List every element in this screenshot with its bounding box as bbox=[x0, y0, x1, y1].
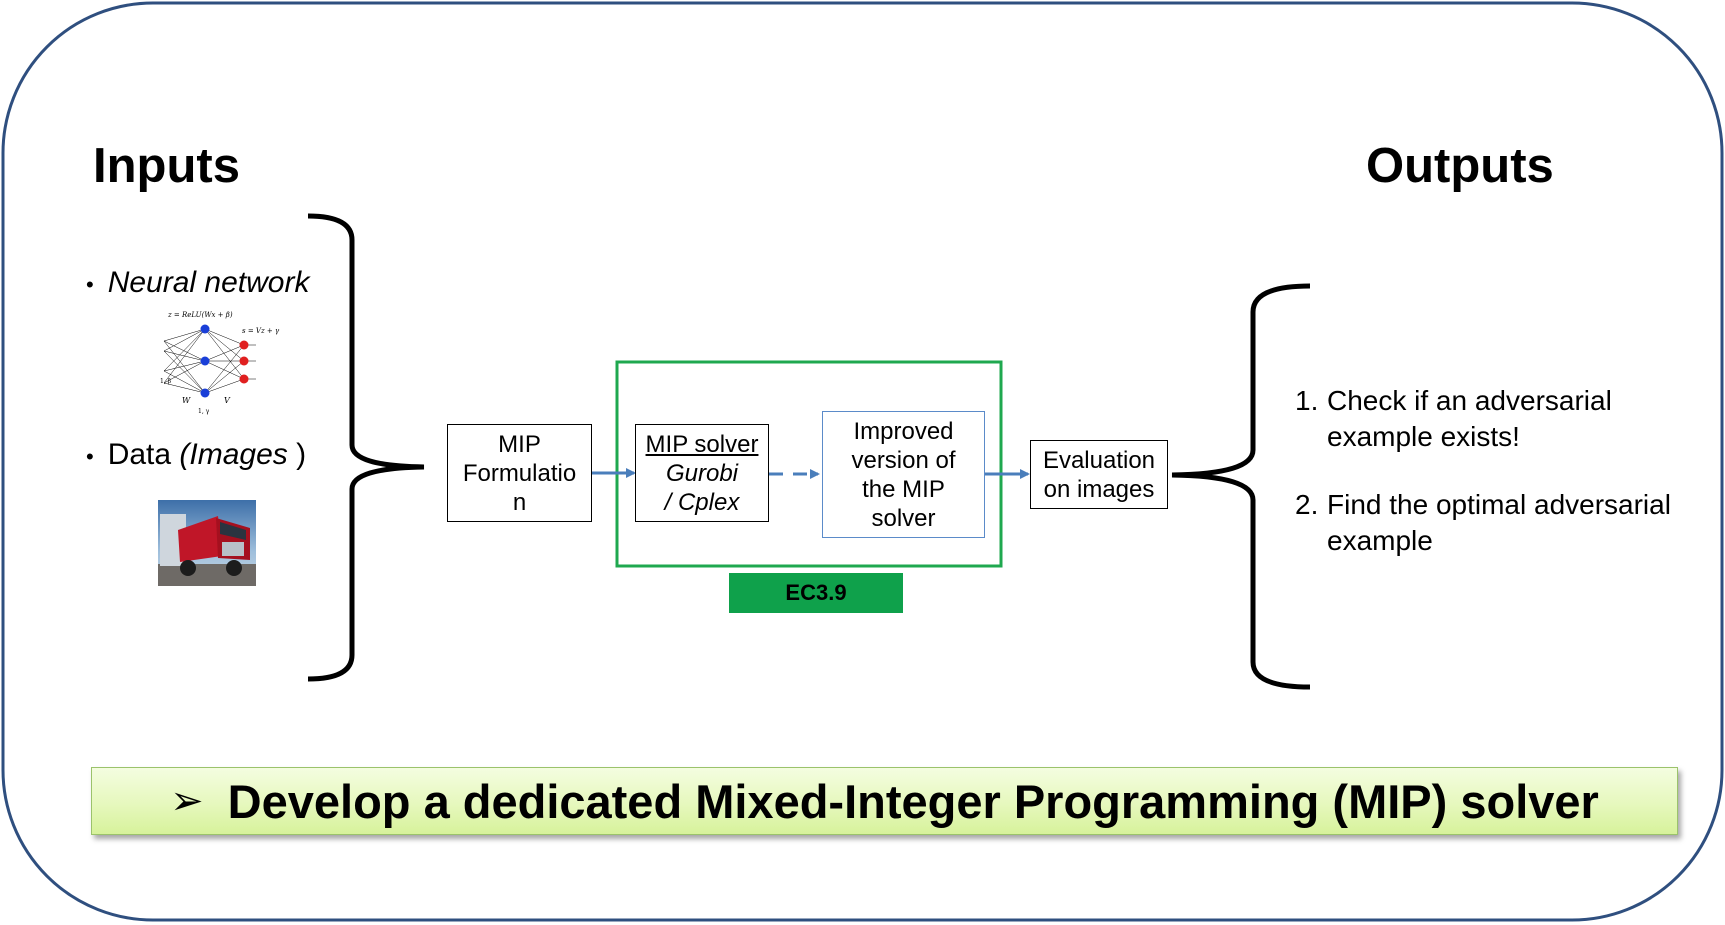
box-line: version of bbox=[851, 446, 956, 474]
solver-line3: / Cplex bbox=[664, 488, 740, 516]
input-item-data: • Data (Images ) bbox=[86, 438, 306, 472]
box-line: Improved bbox=[853, 417, 954, 445]
nn-label-gamma: 1, γ bbox=[198, 408, 210, 415]
nn-formula-s: s = Vz + γ bbox=[242, 327, 280, 335]
improved-solver-box: Improved version of the MIP solver bbox=[822, 411, 985, 538]
item-number: 1. bbox=[1295, 385, 1319, 416]
inputs-brace bbox=[307, 213, 425, 682]
item-number: 2. bbox=[1295, 489, 1319, 520]
goal-banner: ➢ Develop a dedicated Mixed-Integer Prog… bbox=[91, 767, 1678, 835]
item-italic: Neural network bbox=[107, 266, 310, 299]
nn-label-beta: 1, β bbox=[160, 378, 172, 385]
nn-connections bbox=[163, 328, 256, 394]
item-line: example exists! bbox=[1327, 421, 1520, 452]
output-neuron bbox=[239, 374, 249, 384]
outputs-brace bbox=[1171, 283, 1311, 690]
output-neuron bbox=[239, 340, 249, 350]
truck-image bbox=[158, 500, 256, 586]
item-line: example bbox=[1327, 525, 1433, 556]
nn-label-v: V bbox=[224, 396, 231, 405]
solver-group-outline bbox=[615, 360, 1003, 568]
bullet: • bbox=[86, 272, 94, 297]
arrow-bullet-icon: ➢ bbox=[170, 779, 204, 823]
box-line: solver bbox=[871, 504, 936, 532]
output-neuron bbox=[239, 356, 249, 366]
output-item-1: 1. Check if an adversarial example exists… bbox=[1295, 383, 1612, 455]
box-line: MIP bbox=[498, 430, 541, 458]
item-italic: (Images bbox=[179, 438, 288, 471]
inputs-heading: Inputs bbox=[93, 139, 240, 193]
nn-label-w: W bbox=[182, 396, 191, 405]
input-item-neural-network: • Neural network bbox=[86, 266, 309, 300]
box-line: Formulatio bbox=[462, 459, 577, 487]
hidden-neuron bbox=[200, 388, 210, 398]
item-line: Find the optimal adversarial bbox=[1327, 489, 1671, 520]
neural-network-icon: z = ReLU(Wx + β) s = Vz + γ W V 1, β 1, … bbox=[160, 311, 280, 415]
box-line: n bbox=[512, 488, 527, 516]
outputs-heading: Outputs bbox=[1366, 139, 1554, 193]
solver-line2: Gurobi bbox=[665, 459, 739, 487]
item-prefix: Data bbox=[107, 438, 180, 471]
hidden-neuron bbox=[200, 324, 210, 334]
item-line: Check if an adversarial bbox=[1327, 385, 1612, 416]
mip-formulation-box: MIP Formulatio n bbox=[447, 424, 592, 522]
ec-badge: EC3.9 bbox=[729, 573, 903, 613]
box-line: on images bbox=[1043, 475, 1155, 503]
box-line: Evaluation bbox=[1042, 446, 1156, 474]
goal-text: Develop a dedicated Mixed-Integer Progra… bbox=[227, 774, 1599, 828]
output-item-2: 2. Find the optimal adversarial example bbox=[1295, 487, 1671, 559]
item-suffix: ) bbox=[287, 438, 307, 471]
nn-formula-z: z = ReLU(Wx + β) bbox=[167, 311, 233, 319]
solver-title: MIP solver bbox=[645, 430, 759, 458]
evaluation-box: Evaluation on images bbox=[1030, 440, 1168, 509]
mip-solver-box: MIP solver Gurobi / Cplex bbox=[635, 424, 769, 522]
hidden-neuron bbox=[200, 356, 210, 366]
box-line: the MIP bbox=[862, 475, 945, 503]
bullet: • bbox=[86, 444, 94, 469]
